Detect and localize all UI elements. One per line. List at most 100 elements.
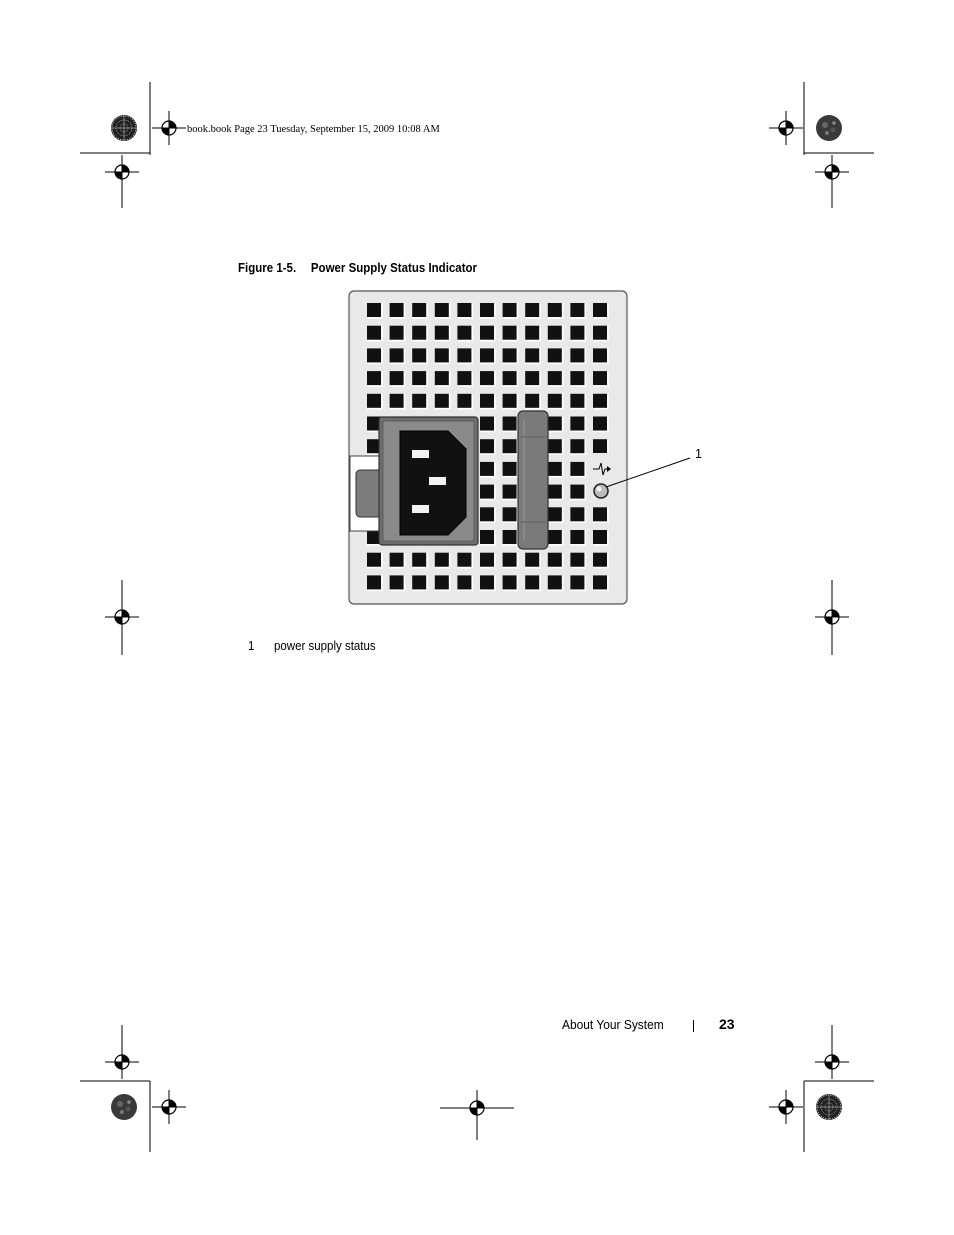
- vent-slot: [457, 325, 472, 340]
- vent-slot: [457, 348, 472, 363]
- vent-slot: [434, 575, 449, 590]
- vent-slot: [570, 439, 585, 454]
- vent-slot: [525, 303, 540, 317]
- vent-slot: [547, 371, 562, 386]
- vent-slot: [502, 393, 517, 408]
- vent-slot: [547, 303, 562, 317]
- legend-item-number: 1: [248, 639, 255, 653]
- vent-slot: [389, 393, 404, 408]
- vent-slot: [502, 530, 517, 544]
- vent-slot: [593, 552, 607, 567]
- vent-slot: [502, 461, 517, 476]
- vent-slot: [367, 371, 381, 386]
- power-waveform-icon: [593, 462, 611, 476]
- vent-slot: [457, 303, 472, 317]
- vent-slot: [570, 552, 585, 567]
- running-header: book.book Page 23 Tuesday, September 15,…: [187, 124, 440, 135]
- vent-slot: [547, 552, 562, 567]
- vent-slot: [593, 530, 607, 544]
- vent-slot: [480, 393, 494, 408]
- vent-slot: [570, 484, 585, 499]
- vent-slot: [502, 575, 517, 590]
- vent-slot: [547, 416, 562, 431]
- callout-leader-line: [605, 457, 691, 488]
- vent-slot: [434, 348, 449, 363]
- vent-slot: [480, 371, 494, 386]
- vent-slot: [480, 303, 494, 317]
- vent-slot: [480, 530, 494, 544]
- vent-slot: [412, 393, 427, 408]
- vent-slot: [547, 393, 562, 408]
- vent-slot: [547, 348, 562, 363]
- vent-slot: [480, 348, 494, 363]
- vent-slot: [480, 416, 494, 431]
- vent-slot: [502, 484, 517, 499]
- vent-slot: [570, 325, 585, 340]
- vent-slot: [570, 575, 585, 590]
- figure-caption: Figure 1-5. Power Supply Status Indicator: [238, 261, 477, 275]
- vent-slot: [525, 371, 540, 386]
- vent-slot: [525, 552, 540, 567]
- figure-label: Figure 1-5.: [238, 261, 297, 275]
- vent-slot: [434, 393, 449, 408]
- vent-slot: [547, 530, 562, 544]
- vent-slot: [367, 393, 381, 408]
- vent-slot: [480, 552, 494, 567]
- vent-slot: [593, 325, 607, 340]
- vent-slot: [525, 393, 540, 408]
- vent-slot: [593, 507, 607, 522]
- callout-number: 1: [695, 447, 702, 461]
- vent-slot: [389, 325, 404, 340]
- vent-slot: [434, 371, 449, 386]
- vent-slot: [570, 371, 585, 386]
- figure-title: Power Supply Status Indicator: [310, 261, 478, 275]
- vent-slot: [412, 552, 427, 567]
- vent-slot: [593, 371, 607, 386]
- vent-slot: [367, 348, 381, 363]
- vent-slot: [593, 416, 607, 431]
- vent-slot: [389, 552, 404, 567]
- vent-slot: [547, 439, 562, 454]
- vent-slot: [525, 348, 540, 363]
- vent-slot: [502, 371, 517, 386]
- vent-slot: [547, 325, 562, 340]
- vent-slot: [480, 325, 494, 340]
- vent-slot: [547, 484, 562, 499]
- vent-slot: [502, 348, 517, 363]
- vent-slot: [480, 575, 494, 590]
- vent-slot: [457, 393, 472, 408]
- vent-slot: [502, 552, 517, 567]
- vent-slot: [367, 552, 381, 567]
- vent-slot: [570, 393, 585, 408]
- vent-slot: [593, 303, 607, 317]
- vent-slot: [547, 575, 562, 590]
- vent-slot: [593, 348, 607, 363]
- vent-slot: [367, 416, 381, 431]
- vent-slot: [389, 575, 404, 590]
- vent-slot: [502, 325, 517, 340]
- vent-slot: [367, 530, 381, 544]
- legend-item-text: power supply status: [274, 639, 376, 653]
- vent-slot: [502, 416, 517, 431]
- vent-slot: [480, 484, 494, 499]
- vent-slot: [367, 325, 381, 340]
- vent-slot: [502, 303, 517, 317]
- footer-divider: [693, 1020, 694, 1032]
- vent-slot: [593, 393, 607, 408]
- vent-slot: [570, 507, 585, 522]
- vent-slot: [457, 371, 472, 386]
- vent-slot: [547, 507, 562, 522]
- page-number: 23: [719, 1016, 735, 1032]
- vent-slot: [525, 325, 540, 340]
- vent-slot: [434, 325, 449, 340]
- vent-slot: [412, 575, 427, 590]
- vent-slot: [367, 439, 381, 454]
- vent-slot: [457, 575, 472, 590]
- vent-slot: [412, 303, 427, 317]
- vent-slot: [570, 461, 585, 476]
- vent-slot: [502, 439, 517, 454]
- vent-slot: [389, 348, 404, 363]
- vent-slot: [593, 439, 607, 454]
